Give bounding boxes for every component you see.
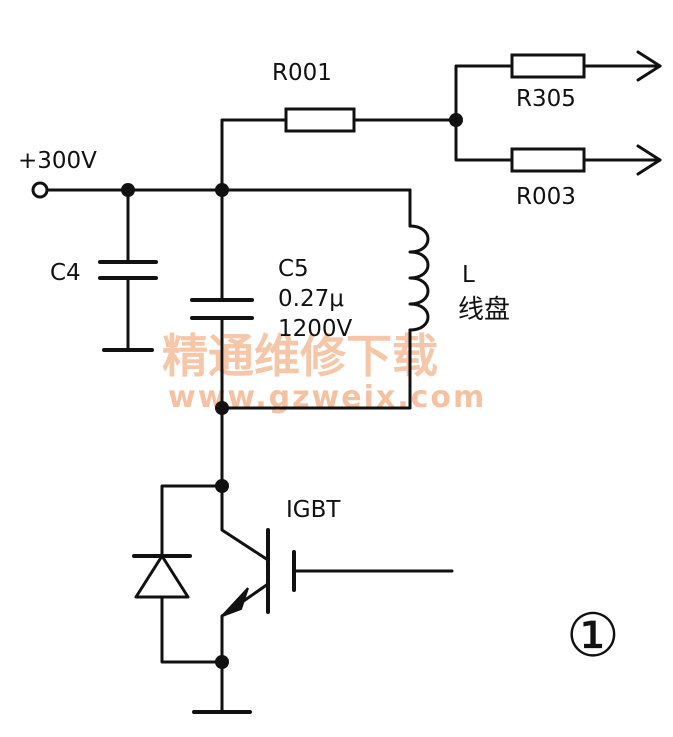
r305-label: R305 <box>516 86 576 112</box>
coil-bottom-wire <box>220 328 412 410</box>
resistor-branch <box>220 50 662 192</box>
c5-value-label: 0.27μ <box>278 286 344 312</box>
resonant-tank <box>190 188 430 415</box>
c5-name-label: C5 <box>278 256 309 282</box>
resistor-r001 <box>284 107 356 133</box>
emitter-arrow-icon <box>221 587 249 617</box>
r305-arrow-icon <box>636 50 662 82</box>
capacitor-c4 <box>98 188 158 352</box>
supply-label: +300V <box>18 148 97 174</box>
r003-left-wire <box>454 118 514 162</box>
resistor-r003 <box>510 147 586 173</box>
coil-desc-label: 线盘 <box>458 295 510 325</box>
r001-label: R001 <box>272 60 332 86</box>
inductor-coil-icon <box>408 224 430 332</box>
watermark-text: 精通维修下载 <box>162 329 438 383</box>
coil-name-label: L <box>462 262 475 288</box>
r305-left-wire <box>454 64 514 122</box>
component-labels: +300V R001 R305 R003 C4 C5 0.27μ 1200V L… <box>18 60 620 671</box>
igbt-stage <box>132 406 454 714</box>
igbt-label: IGBT <box>286 497 341 523</box>
c5-voltage-label: 1200V <box>278 316 353 342</box>
r003-label: R003 <box>516 184 576 210</box>
diode-triangle-icon <box>134 554 190 599</box>
igbt-collector-lead <box>220 484 270 562</box>
r001-left-wire <box>220 118 288 192</box>
figure-number: ① <box>566 601 620 671</box>
c4-label: C4 <box>50 260 81 286</box>
r003-arrow-icon <box>636 144 662 176</box>
resistor-r305 <box>510 53 586 79</box>
input-terminal <box>31 181 49 199</box>
